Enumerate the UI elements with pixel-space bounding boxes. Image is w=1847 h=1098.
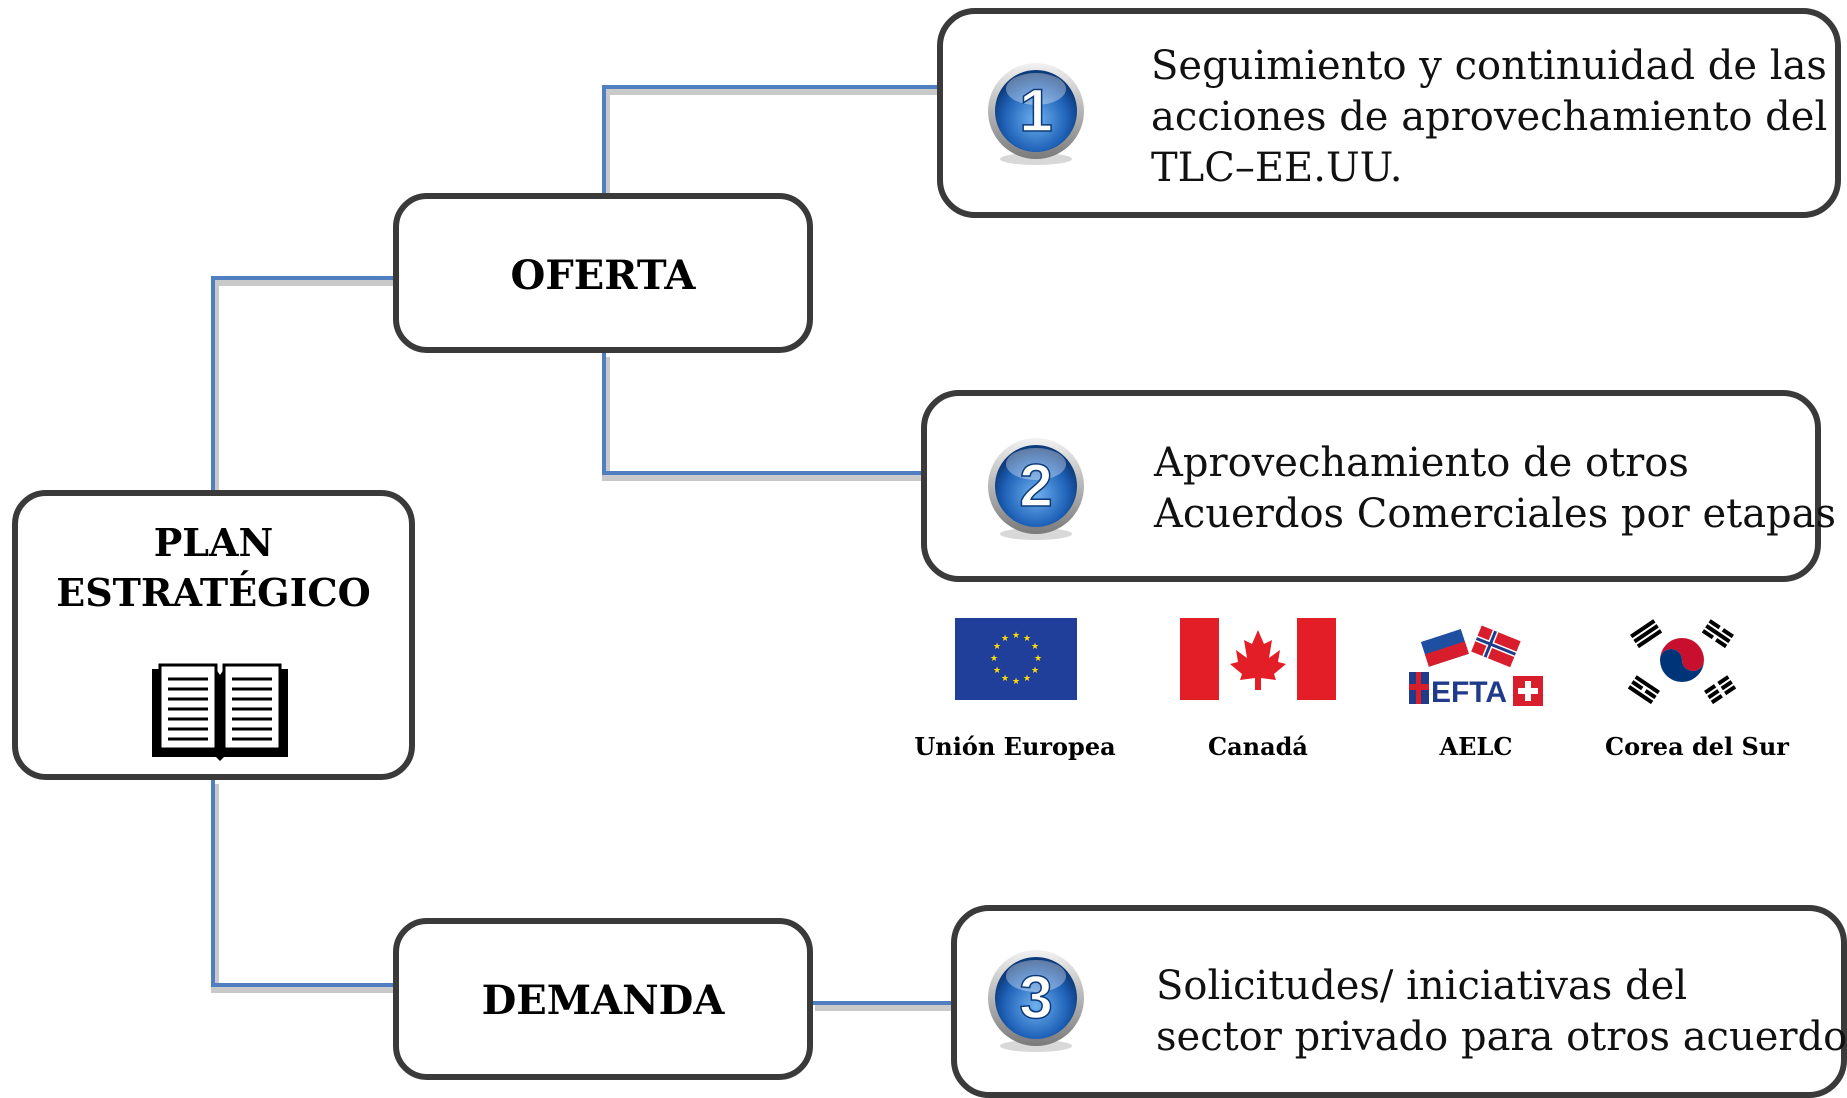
item-1-line-1: Seguimiento y continuidad de las: [1151, 43, 1827, 89]
item-2-line-2: Acuerdos Comerciales por etapas: [1154, 491, 1837, 537]
partner-label-korea: Corea del Sur: [1605, 732, 1789, 761]
oferta-label: OFERTA: [510, 252, 696, 299]
demanda-label: DEMANDA: [481, 977, 725, 1024]
item-3-line-1: Solicitudes/ iniciativas del: [1156, 963, 1688, 1009]
plan-estrategico-box: PLAN ESTRATÉGICO: [12, 490, 415, 780]
open-book-icon: [152, 663, 288, 761]
svg-text:★: ★: [993, 666, 1001, 676]
plan-label-line-1: PLAN: [153, 520, 274, 565]
partner-label-eu: Unión Europea: [914, 732, 1116, 761]
oferta-box: OFERTA: [393, 193, 813, 353]
svg-text:★: ★: [1012, 677, 1020, 687]
svg-text:★: ★: [1031, 666, 1039, 676]
item-2-text: Aprovechamiento de otros Acuerdos Comerc…: [1154, 438, 1836, 540]
svg-text:3: 3: [1019, 964, 1052, 1031]
item-box-1: 1 Seguimiento y continuidad de las accio…: [937, 8, 1841, 218]
item-3-text: Solicitudes/ iniciativas del sector priv…: [1156, 961, 1847, 1063]
svg-text:★: ★: [1031, 642, 1039, 652]
number-badge-1-icon: 1: [988, 63, 1084, 165]
korea-flag-icon: [1623, 614, 1741, 706]
demanda-box: DEMANDA: [393, 918, 813, 1080]
number-badge-3-icon: 3: [988, 950, 1084, 1052]
item-2-line-1: Aprovechamiento de otros: [1154, 440, 1689, 486]
connector-plan-oferta: [211, 276, 393, 493]
partner-label-canada: Canadá: [1208, 732, 1308, 761]
item-1-line-3: TLC–EE.UU.: [1151, 145, 1403, 191]
svg-text:1: 1: [1019, 77, 1052, 144]
canada-flag-icon: [1180, 618, 1336, 700]
partner-label-aelc: AELC: [1439, 732, 1513, 761]
item-3-line-2: sector privado para otros acuerdos: [1156, 1014, 1847, 1060]
plan-label-line-2: ESTRATÉGICO: [56, 570, 371, 615]
svg-text:★: ★: [990, 654, 998, 664]
svg-text:★: ★: [1001, 634, 1009, 644]
item-box-2: 2 Aprovechamiento de otros Acuerdos Come…: [921, 390, 1836, 582]
svg-text:★: ★: [1001, 674, 1009, 684]
item-1-line-2: acciones de aprovechamiento del: [1151, 94, 1828, 140]
svg-text:2: 2: [1019, 452, 1052, 519]
svg-text:★: ★: [993, 642, 1001, 652]
item-box-3: 3 Solicitudes/ iniciativas del sector pr…: [951, 905, 1847, 1098]
number-badge-2-icon: 2: [988, 438, 1084, 540]
svg-text:★: ★: [1012, 631, 1020, 641]
plan-estrategico-label: PLAN ESTRATÉGICO: [18, 518, 409, 618]
connector-oferta-item-2: [602, 353, 921, 475]
eu-flag-icon: ★★★ ★★★ ★★★ ★★★: [955, 618, 1077, 700]
svg-text:EFTA: EFTA: [1431, 676, 1507, 709]
connector-oferta-item-1: [602, 85, 937, 193]
efta-logo-icon: EFTA: [1409, 625, 1543, 709]
svg-text:★: ★: [1034, 654, 1042, 664]
item-1-text: Seguimiento y continuidad de las accione…: [1151, 41, 1827, 194]
svg-text:★: ★: [1023, 674, 1031, 684]
svg-text:★: ★: [1023, 634, 1031, 644]
connector-plan-demanda: [211, 780, 393, 987]
